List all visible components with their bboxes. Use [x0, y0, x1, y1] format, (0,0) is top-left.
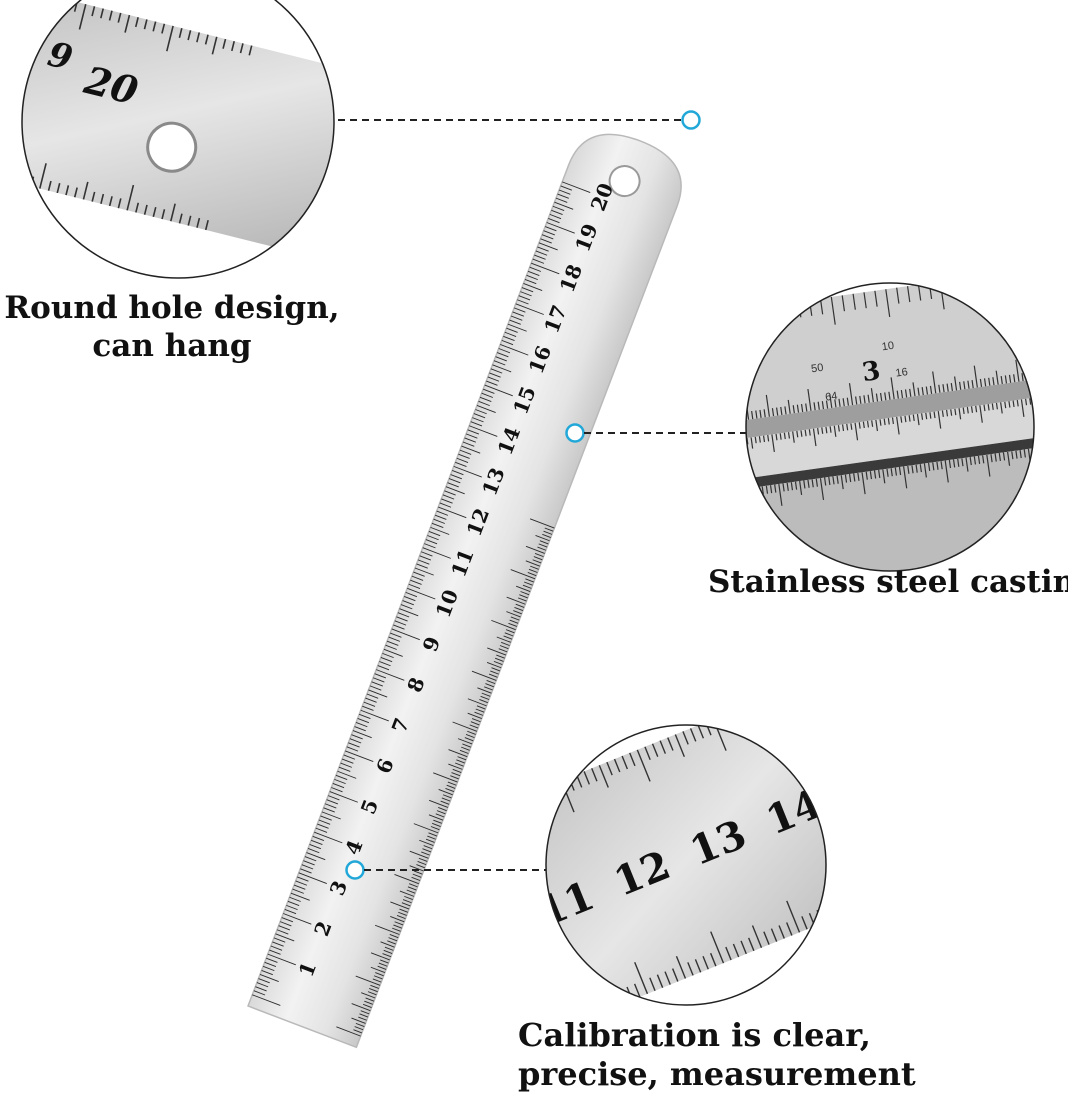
zoom-circle-steel: 3 50 10 64 16 [745, 282, 1035, 572]
zoom-steel-small-10: 10 [881, 340, 895, 354]
caption-line: Round hole design, [4, 290, 340, 326]
ruler-body [247, 133, 682, 1049]
caption-stainless-steel: Stainless steel casting [708, 564, 1068, 602]
caption-line: can hang [92, 327, 252, 364]
caption-line: Stainless steel casting [708, 564, 1068, 600]
caption-line: Calibration is clear, [518, 1016, 871, 1054]
zoom-steel-small-16: 16 [895, 366, 909, 380]
caption-round-hole: Round hole design, can hang [2, 290, 342, 366]
marker-steel [565, 423, 585, 443]
zoom-steel-small-50: 50 [810, 362, 824, 376]
zoom-circle-hole: 9 20 [21, 0, 335, 279]
zoom-steel-label-3: 3 [860, 356, 882, 388]
hang-hole-icon [608, 165, 641, 198]
zoom-hole-icon [146, 121, 198, 173]
marker-hole [681, 110, 701, 130]
ruler-ticks-left [252, 181, 591, 1006]
caption-calibration: Calibration is clear, precise, measureme… [518, 1016, 916, 1094]
caption-line: precise, measurement [518, 1055, 916, 1094]
marker-calibration [345, 860, 365, 880]
ruler-ticks-right [336, 518, 555, 1037]
zoom-steel-small-64: 64 [824, 390, 838, 404]
